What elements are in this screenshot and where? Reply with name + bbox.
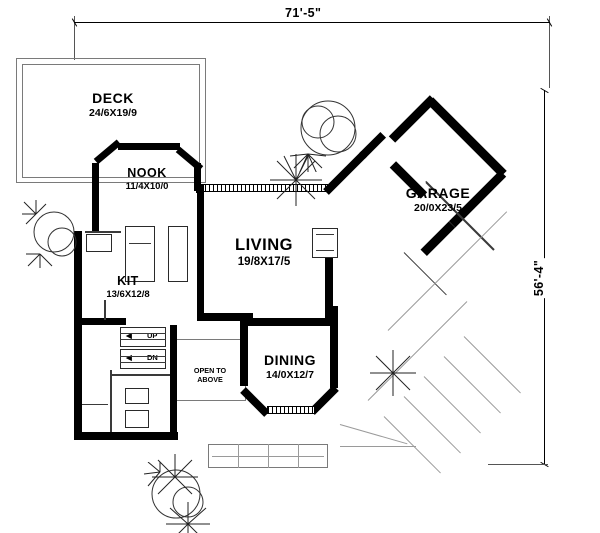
bath-wall: [112, 374, 170, 376]
stair-up-run: [120, 327, 166, 347]
walk-bottom: [340, 446, 416, 447]
room-living-name: LIVING: [234, 236, 293, 254]
overall-depth-dimension: 56'-4": [532, 257, 547, 299]
note-open-to-above-line1: OPEN TO: [193, 366, 227, 375]
room-deck-size: 24/6X19/9: [89, 107, 137, 119]
entry-interior-wall: [110, 370, 112, 432]
kitchen-west-wall: [74, 231, 82, 326]
room-garage-size: 20/0X23/5: [414, 202, 462, 214]
kitchen-island: [125, 226, 155, 282]
shrub-south-left: [152, 454, 198, 495]
nook-wall-east: [194, 163, 201, 191]
shrub-north-living: [270, 154, 322, 206]
living-east-wall: [325, 228, 333, 318]
stair-dn-run: [120, 349, 166, 369]
porch-step: [212, 456, 324, 457]
dining-south-glazing: [267, 406, 315, 414]
living-north-wall-cap: [196, 184, 204, 193]
kitchen-range: [129, 243, 151, 244]
living-west-wall: [197, 192, 204, 320]
top-dimension-line: [74, 22, 550, 23]
fireplace-hearth: [316, 234, 334, 235]
stair-up-label: UP: [147, 331, 158, 340]
fireplace: [312, 228, 338, 258]
note-open-to-above-line2: ABOVE: [197, 375, 223, 384]
dining-north-wall: [240, 318, 330, 326]
room-kitchen-name: KIT: [117, 274, 139, 288]
room-kitchen-size: 13/6X12/8: [106, 289, 150, 300]
entry-east-wall: [170, 325, 177, 435]
fireplace-hearth-2: [316, 250, 334, 251]
room-deck-name: DECK: [92, 90, 134, 106]
dining-east-wall: [330, 306, 338, 388]
entry-closet: [125, 410, 149, 428]
room-living: LIVING 19/8X17/5: [200, 236, 328, 268]
kitchen-south-wall: [74, 318, 126, 325]
nook-wall-west: [92, 163, 99, 231]
shrub-northwest: [22, 200, 77, 268]
kitchen-sink: [86, 234, 112, 252]
room-nook-size: 11/4X10/0: [125, 181, 169, 192]
stair-tread-4: [120, 362, 166, 363]
deck-outline: [16, 58, 206, 183]
note-open-to-above: OPEN TO ABOVE: [182, 366, 238, 384]
tree-north: [289, 100, 357, 172]
room-dining-size: 14/0X12/7: [266, 369, 314, 381]
garage-apron-line: [403, 252, 447, 296]
pantry-line: [104, 300, 106, 320]
walk-edge: [339, 424, 408, 445]
bath-fixture: [125, 388, 149, 404]
garage-wall-n: [426, 97, 507, 178]
room-kitchen: KIT 13/6X12/8: [88, 274, 168, 300]
room-dining-name: DINING: [264, 352, 316, 368]
deck-inner-outline: [22, 64, 200, 178]
south-wall-left: [74, 432, 178, 440]
room-deck: DECK 24/6X19/9: [58, 90, 168, 119]
stair-up-arrow: ◀: [126, 331, 132, 340]
kitchen-peninsula: [168, 226, 188, 282]
dim-extension-bottom: [488, 464, 548, 465]
stair-tread-2: [120, 339, 166, 340]
dining-west-wall: [240, 318, 248, 386]
room-living-size: 19/8X17/5: [237, 256, 291, 268]
nook-wall-north: [118, 143, 180, 150]
room-dining: DINING 14/0X12/7: [244, 352, 336, 381]
kitchen-counter-north: [85, 231, 121, 233]
stair-tread-3: [120, 356, 166, 357]
entry-door-swing: [82, 404, 108, 405]
dining-sw-angled-wall: [240, 387, 270, 417]
garage-wall-se: [420, 221, 456, 256]
stair-dn-arrow: ◀: [126, 353, 132, 362]
dim-extension-right: [549, 16, 550, 88]
open-to-above-outline: [176, 339, 246, 401]
room-garage-name: GARAGE: [405, 185, 471, 201]
room-nook: NOOK 11/4X10/0: [99, 166, 195, 192]
tree-south: [143, 462, 210, 533]
room-nook-name: NOOK: [127, 166, 167, 180]
living-south-wall: [197, 313, 253, 321]
shrub-east-dining: [370, 350, 416, 396]
stair-dn-label: DN: [147, 353, 158, 362]
stair-tread-1: [120, 333, 166, 334]
dim-extension-left: [74, 16, 75, 60]
room-garage: GARAGE 20/0X23/5: [378, 185, 498, 214]
overall-width-dimension: 71'-5": [282, 6, 325, 20]
west-exterior-wall: [74, 325, 82, 439]
